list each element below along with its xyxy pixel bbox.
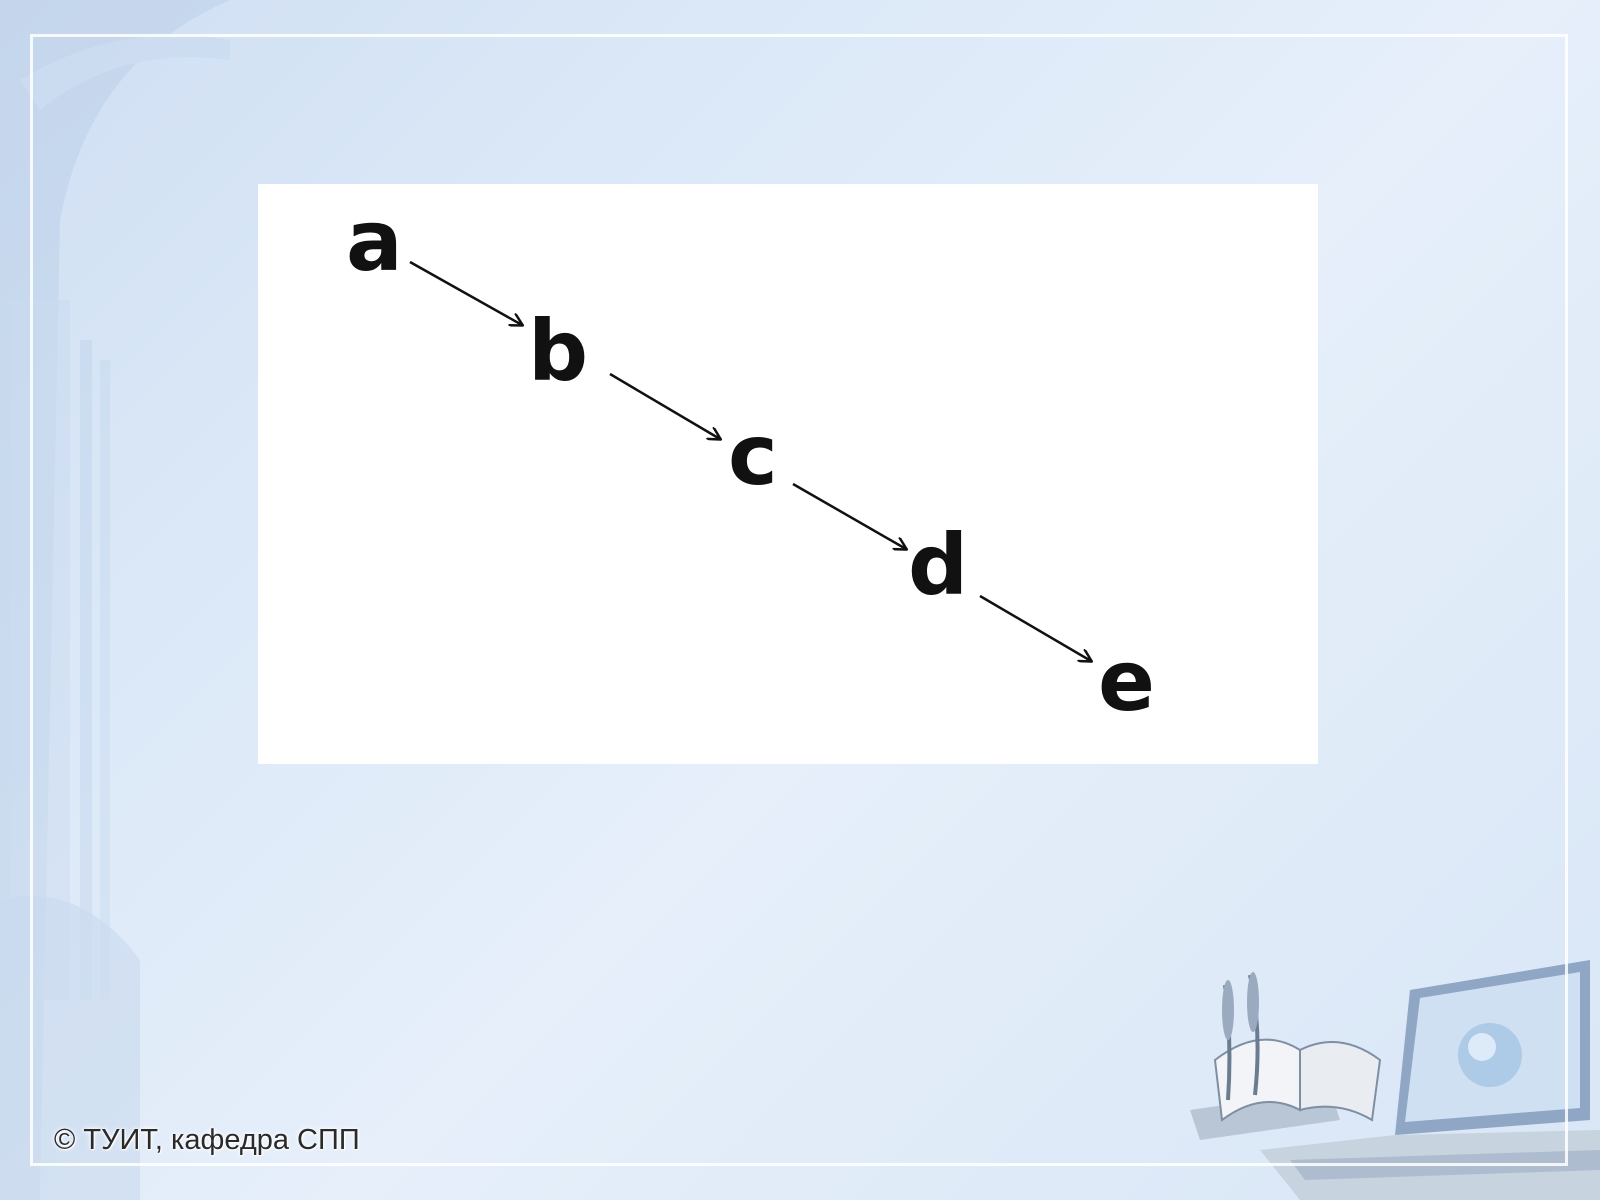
node-c: c	[728, 406, 778, 504]
node-e: e	[1098, 632, 1155, 730]
slide-frame	[30, 34, 1568, 1166]
node-a: a	[346, 192, 403, 290]
edge-c-d	[792, 482, 906, 549]
diagram-panel: a b c d e	[258, 184, 1318, 764]
laptop-books-quill-decoration	[1190, 960, 1600, 1200]
column-arch-decoration	[0, 0, 230, 1200]
edge-d-e	[979, 594, 1091, 661]
node-d: d	[908, 516, 968, 614]
node-b: b	[528, 302, 588, 400]
copyright-footer: © ТУИТ, кафедра СПП	[54, 1124, 360, 1156]
chain-diagram: a b c d e	[346, 192, 1155, 730]
edge-b-c	[609, 372, 720, 439]
edge-a-b	[409, 260, 522, 325]
